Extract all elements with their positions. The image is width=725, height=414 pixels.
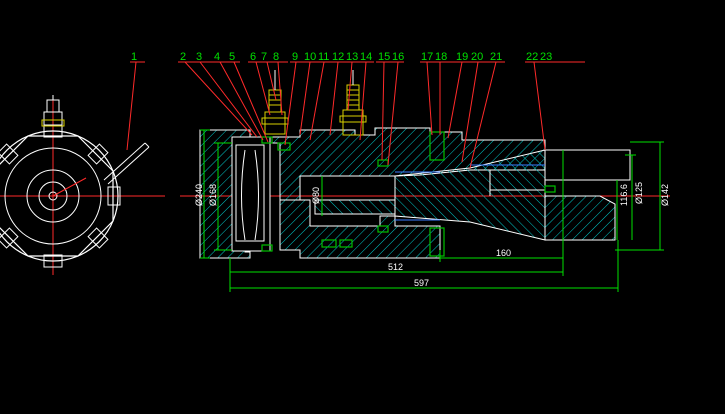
right-mandrel [544,195,616,241]
part-label-1: 1 [131,51,137,63]
leader-lines [126,61,585,169]
right-sleeve [545,149,631,181]
dim-160: 160 [496,248,511,258]
part-label-18: 18 [435,51,447,63]
end-view-center [48,191,58,201]
part-label-8: 8 [273,51,279,63]
end-view-bore [38,181,68,211]
end-view-hub [26,169,80,223]
part-label-15: 15 [378,51,390,63]
end-view [0,95,165,275]
fitting-left [261,70,289,135]
lower-housing [279,199,441,259]
part-label-3: 3 [196,51,202,63]
part-label-7: 7 [261,51,267,63]
dim-dia-125: Ø125 [634,182,644,204]
part-label-13: 13 [346,51,358,63]
fitting-right [339,70,367,136]
flange-disc [235,144,265,242]
dimensions [200,129,664,292]
part-label-5: 5 [229,51,235,63]
part-labels: 1 2 3 4 5 6 7 8 9 10 11 12 13 14 15 16 1… [131,51,552,63]
part-label-21: 21 [490,51,502,63]
end-view-bolts [0,124,121,268]
dim-dia-168: Ø168 [208,184,218,206]
part-label-10: 10 [304,51,316,63]
part-label-20: 20 [471,51,483,63]
dim-116-6: 116.6 [619,184,629,206]
end-view-inner-ring [4,147,102,245]
dim-597: 597 [414,278,429,288]
part-label-2: 2 [180,51,186,63]
part-label-6: 6 [250,51,256,63]
dim-dia-142: Ø142 [660,184,670,206]
section-view [180,70,670,259]
dimension-texts: 597 512 160 Ø240 Ø168 Ø80 116.6 Ø125 Ø14… [194,182,670,288]
part-label-9: 9 [292,51,298,63]
part-label-11: 11 [318,51,329,63]
part-1-handle [103,142,150,185]
inner-shaft [314,199,396,215]
end-view-top-fitting [41,95,65,127]
end-view-octagon [0,135,114,257]
part-label-12: 12 [332,51,344,63]
dim-512: 512 [388,262,403,272]
part-label-14: 14 [360,51,372,63]
part-label-23: 23 [540,51,552,63]
part-label-4: 4 [214,51,220,63]
dim-dia-240: Ø240 [194,184,204,206]
part-label-19: 19 [456,51,468,63]
end-view-outer-ring [0,130,119,262]
part-label-16: 16 [392,51,404,63]
part-label-17: 17 [421,51,433,63]
dim-dia-80: Ø80 [311,187,321,204]
part-label-22: 22 [526,51,538,63]
